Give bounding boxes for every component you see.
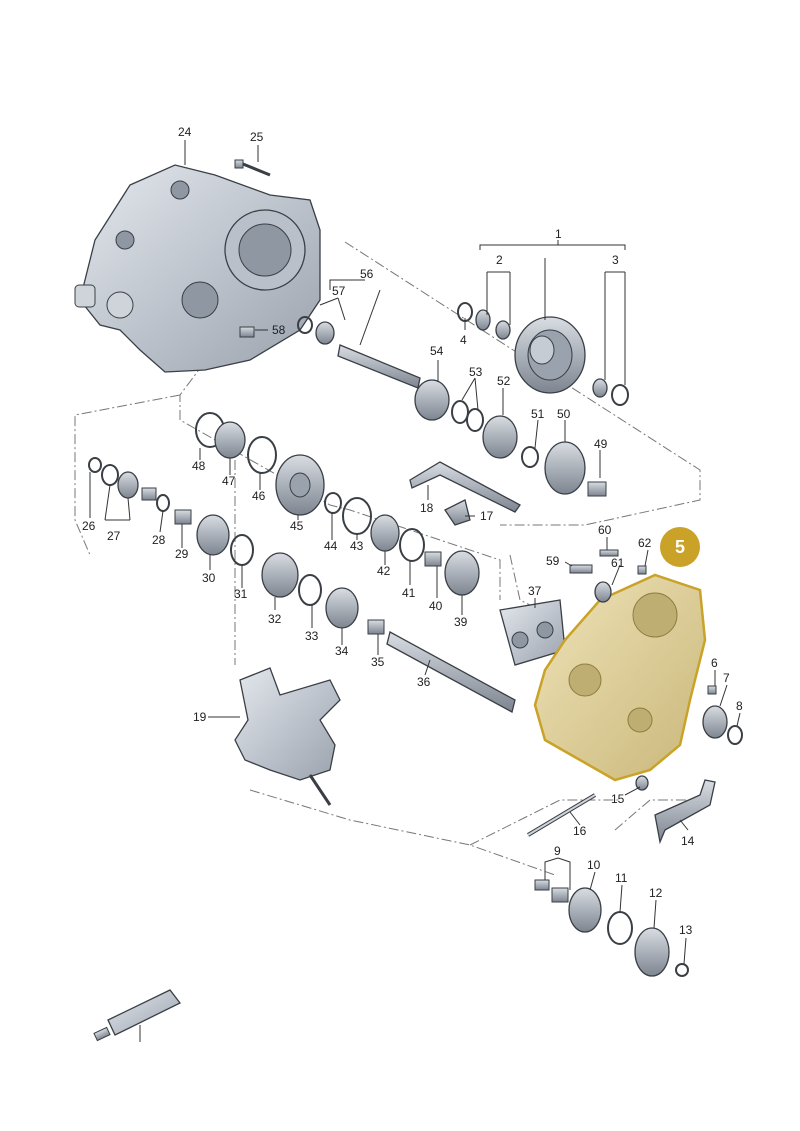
callout-9: 9 (554, 844, 561, 858)
callout-39: 40 (429, 599, 443, 613)
gearbox-housing-front (74, 164, 321, 373)
callout-18: 18 (420, 501, 434, 515)
callout-12: 12 (649, 886, 663, 900)
callout-47: 48 (192, 459, 206, 473)
callout-46: 47 (222, 474, 236, 488)
callout-48: 49 (594, 437, 608, 451)
callout-6: 6 (711, 656, 718, 670)
callout-40: 41 (402, 586, 416, 600)
callout-30: 30 (202, 571, 216, 585)
callout-37: 37 (528, 584, 542, 598)
callout-32: 32 (268, 612, 282, 626)
shift-rod-16 (526, 775, 649, 837)
callout-54: 56 (360, 267, 374, 281)
callout-49: 50 (557, 407, 571, 421)
callout-17: 17 (480, 509, 494, 523)
callout-7: 7 (723, 671, 730, 685)
callout-labels: 24 25 1 2 3 4 56 57 58 54 53 52 51 50 49… (82, 125, 743, 937)
callout-2: 2 (496, 253, 503, 267)
callout-3: 3 (612, 253, 619, 267)
callout-34: 34 (335, 644, 349, 658)
callout-10: 10 (587, 858, 601, 872)
gearbox-housing-rear-highlighted (533, 573, 707, 782)
callout-36: 36 (417, 675, 431, 689)
callout-60: 61 (611, 556, 625, 570)
callout-57: 58 (272, 323, 286, 337)
callout-14: 14 (681, 834, 695, 848)
callout-11: 11 (615, 871, 628, 885)
callout-31: 31 (234, 587, 248, 601)
callout-16: 16 (573, 824, 587, 838)
callout-1: 1 (555, 227, 562, 241)
callout-41: 42 (377, 564, 391, 578)
callout-8: 8 (736, 699, 743, 713)
lower-gear-set (534, 879, 689, 977)
callout-38: 39 (454, 615, 468, 629)
main-shaft-parts (451, 400, 607, 497)
shift-fork-14 (654, 779, 716, 845)
callout-58: 59 (546, 554, 560, 568)
shift-rail (409, 461, 521, 526)
callout-44: 45 (290, 519, 304, 533)
callout-42: 43 (350, 539, 364, 553)
callout-33: 33 (305, 629, 319, 643)
callout-27: 27 (107, 529, 121, 543)
callout-4: 4 (460, 333, 467, 347)
differential-assembly (457, 302, 629, 406)
callout-24: 24 (178, 125, 192, 139)
callout-59: 60 (598, 523, 612, 537)
callout-56: 57 (332, 284, 346, 298)
small-parts-right (569, 549, 743, 745)
callout-61: 62 (638, 536, 652, 550)
input-shaft (239, 316, 450, 421)
callout-19: 19 (193, 710, 207, 724)
callout-51: 52 (497, 374, 511, 388)
callout-29: 29 (175, 547, 189, 561)
callout-28: 28 (152, 533, 166, 547)
callout-45: 46 (252, 489, 266, 503)
callout-25: 25 (250, 130, 264, 144)
callout-50: 51 (531, 407, 545, 421)
callout-53: 54 (430, 344, 444, 358)
callout-52: 53 (469, 365, 483, 379)
highlight-badge[interactable]: 5 (660, 527, 700, 567)
bolt-25 (234, 159, 271, 177)
leader-lines (89, 140, 741, 1042)
output-shaft-parts (88, 412, 516, 713)
selector-mechanism (234, 667, 341, 806)
callout-43: 44 (324, 539, 338, 553)
callout-35: 35 (371, 655, 385, 669)
callout-15: 15 (611, 792, 625, 806)
callout-13: 13 (679, 923, 693, 937)
highlight-badge-number: 5 (675, 537, 685, 557)
sealant-tube-62 (93, 989, 181, 1042)
callout-26: 26 (82, 519, 96, 533)
